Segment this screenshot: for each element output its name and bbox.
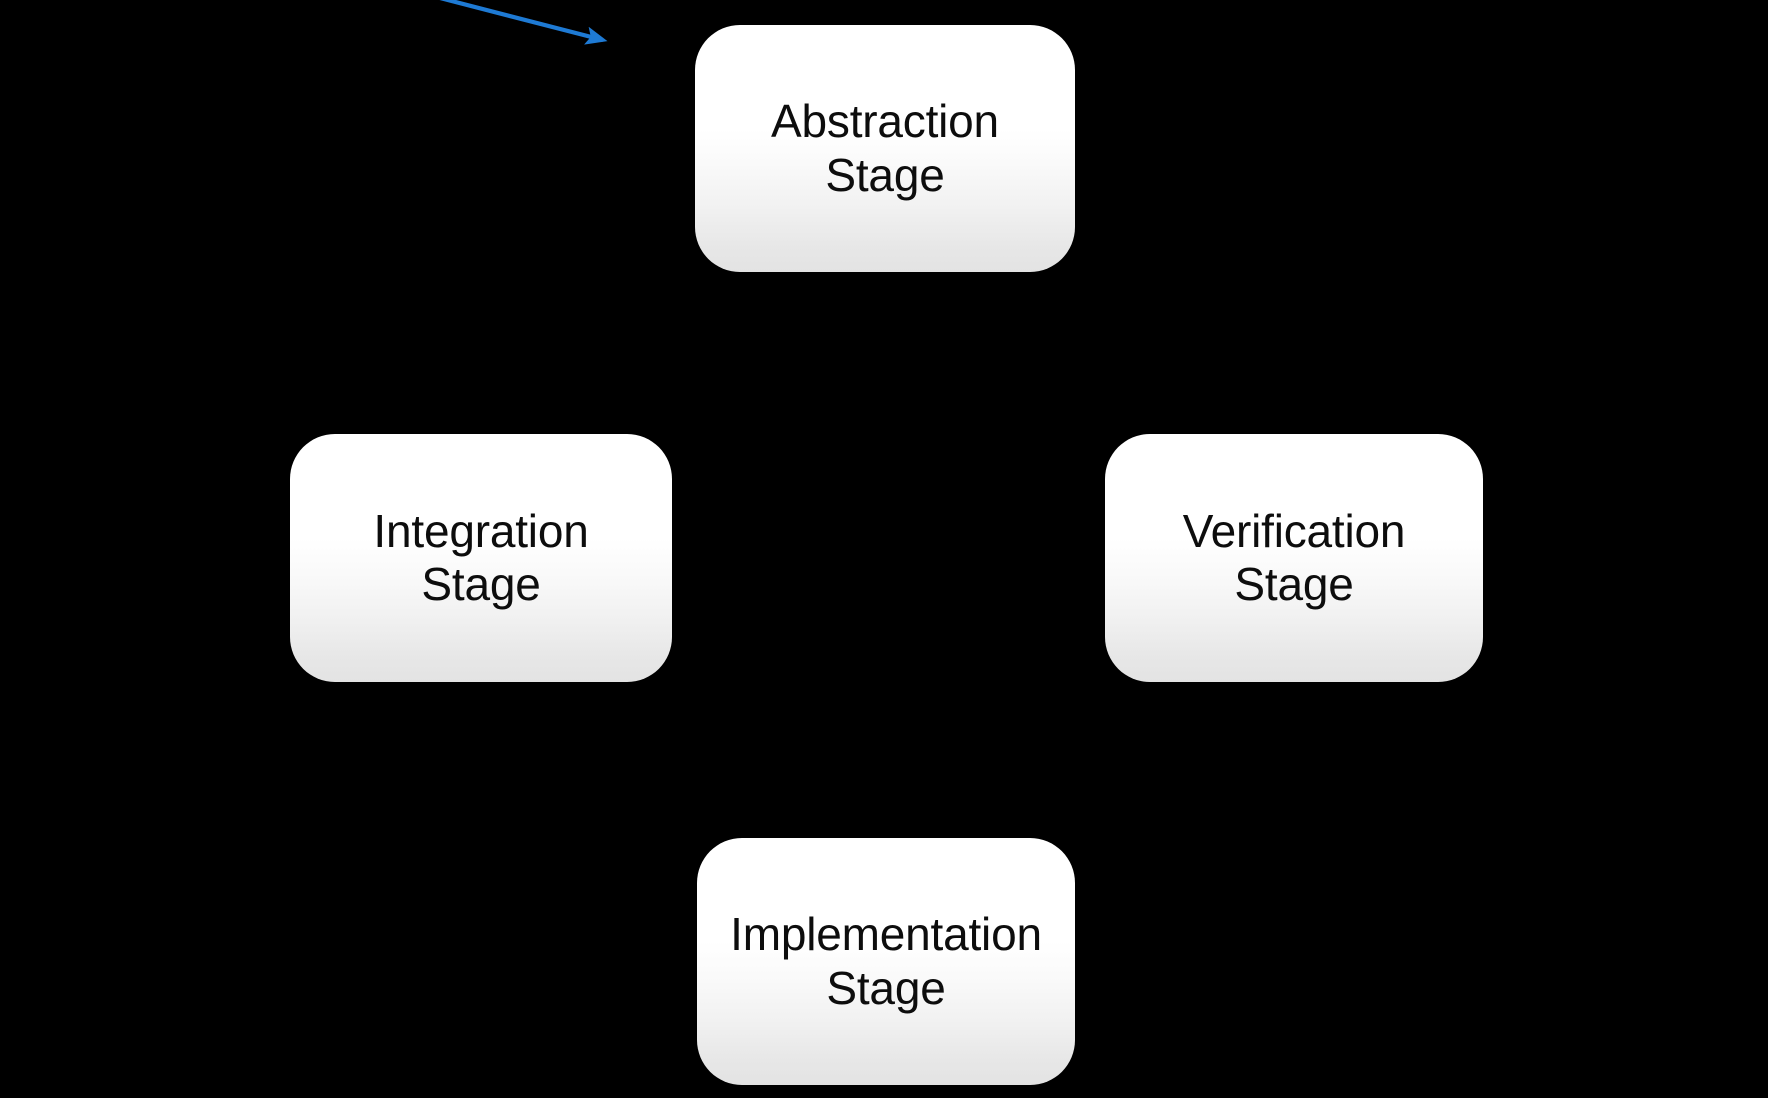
blue-arrow-connector (439, 0, 608, 45)
node-abstraction-stage[interactable]: Abstraction Stage (695, 25, 1075, 272)
node-implementation-stage[interactable]: Implementation Stage (697, 838, 1075, 1085)
node-implementation-stage-label: Implementation Stage (730, 908, 1042, 1014)
node-verification-stage-label: Verification Stage (1182, 504, 1406, 610)
node-integration-stage-label: Integration Stage (373, 504, 589, 610)
node-verification-stage[interactable]: Verification Stage (1105, 434, 1483, 682)
node-abstraction-stage-label: Abstraction Stage (771, 95, 999, 201)
node-integration-stage[interactable]: Integration Stage (290, 434, 672, 682)
